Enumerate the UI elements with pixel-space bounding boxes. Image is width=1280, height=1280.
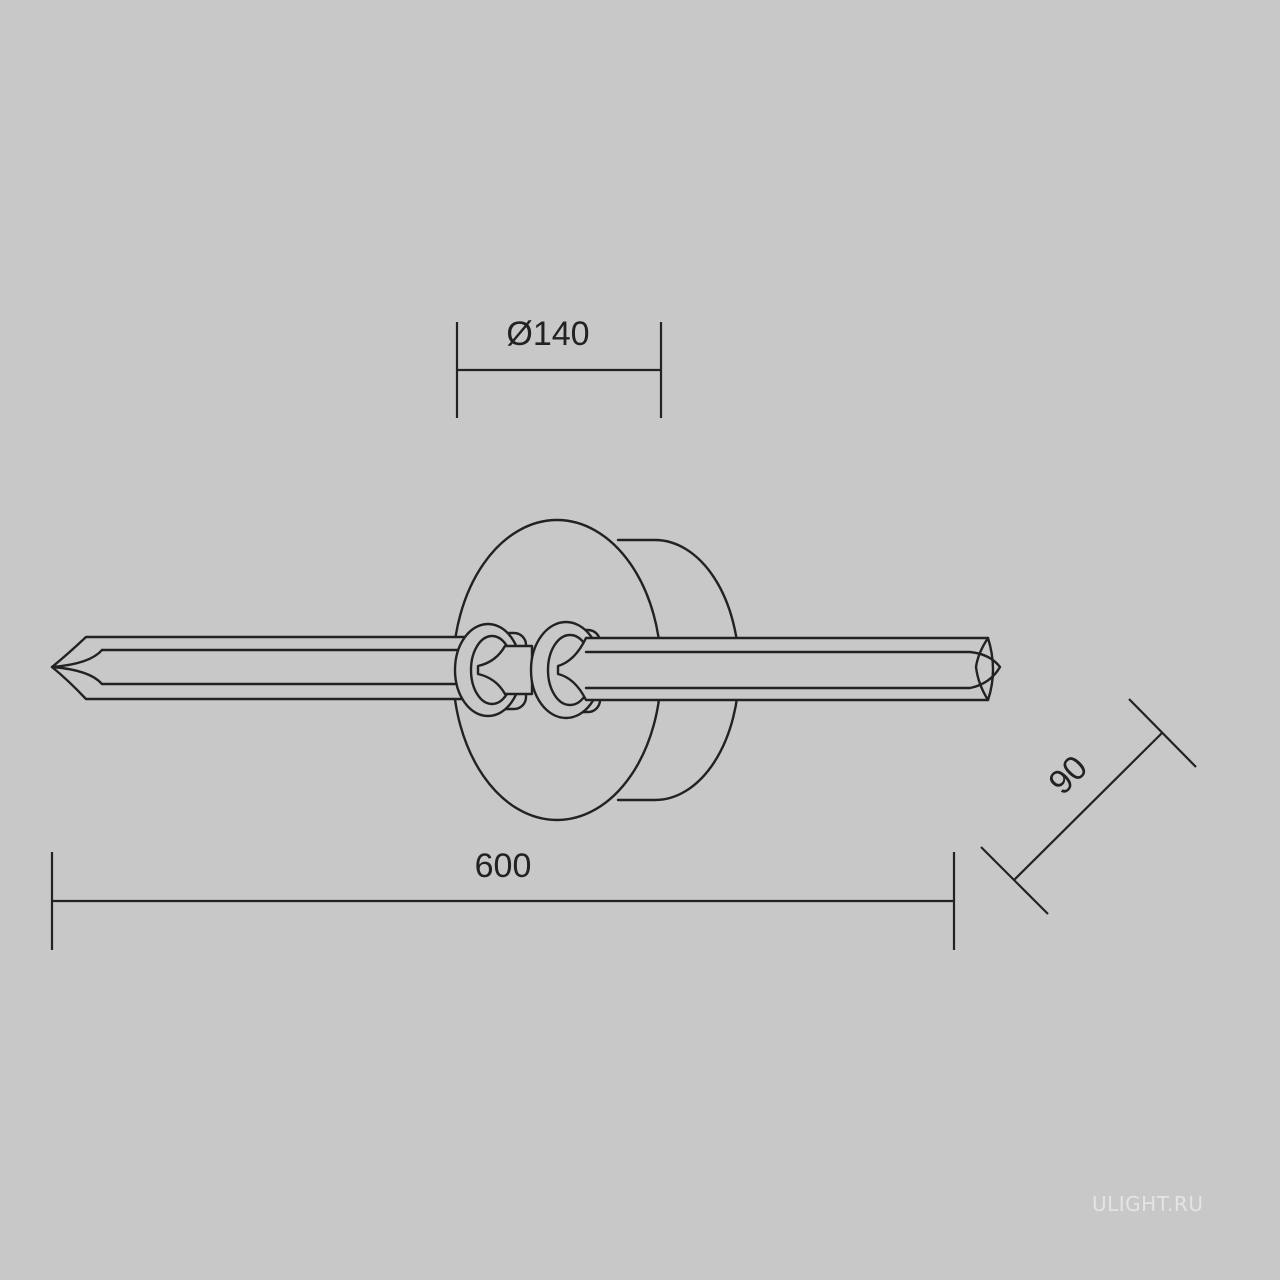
depth-label: 90 (1041, 748, 1095, 802)
depth-ext-upper (1128, 698, 1197, 768)
left-joint-tip (476, 644, 534, 696)
dimension-diameter: Ø140 (455, 315, 663, 418)
depth-dim-line (1013, 732, 1163, 881)
right-rod-end-cap (974, 636, 990, 702)
watermark-text: ULIGHT.RU (1092, 1192, 1204, 1216)
left-joint (453, 622, 534, 718)
left-rod (50, 635, 472, 701)
dimension-length: 600 (50, 847, 956, 950)
right-rod (556, 636, 1002, 702)
length-label: 600 (475, 847, 532, 885)
dimension-depth: 90 (980, 698, 1197, 915)
right-rod-ridge (584, 650, 1002, 690)
diameter-label: Ø140 (506, 315, 589, 353)
left-rod-body (50, 635, 472, 701)
right-rod-body (556, 636, 995, 702)
